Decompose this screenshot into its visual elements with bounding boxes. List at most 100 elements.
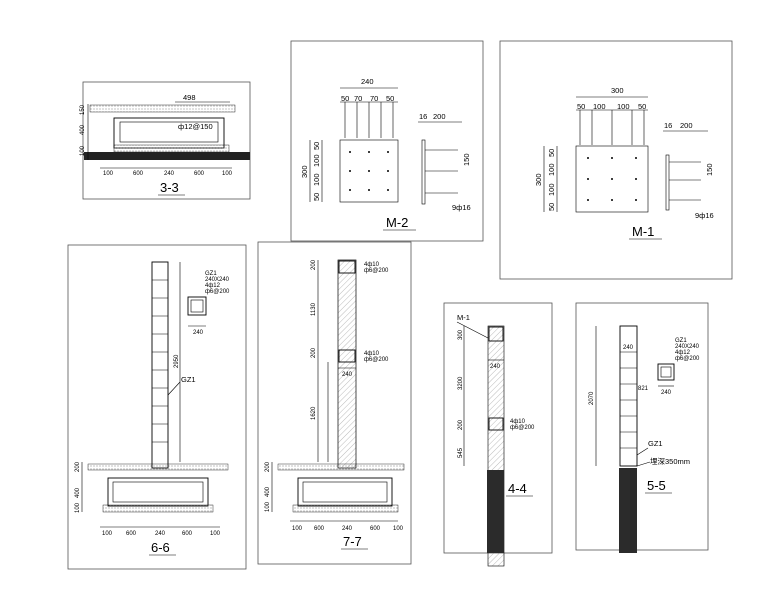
left-dim-3: 100 [312, 173, 321, 186]
footing-pad [102, 504, 214, 513]
column-label: GZ1 [648, 439, 663, 448]
left-dim-1: 50 [312, 142, 321, 150]
section-3-3-frame [82, 81, 251, 200]
section-title: 7-7 [343, 534, 362, 549]
overall-width: 300 [611, 86, 624, 95]
gz-note-4: ф6@200 [205, 289, 230, 295]
top-dim-3: 70 [370, 94, 378, 103]
depth-note: 埋深350mm [650, 456, 690, 466]
left-dim-2: 400 [80, 124, 86, 135]
gz-note-2: 240X240 [205, 277, 230, 283]
plate-title: M-2 [386, 215, 408, 230]
top-dim-4: 50 [638, 102, 646, 111]
plate-side [665, 154, 670, 211]
side-height: 150 [705, 163, 714, 176]
left-dim-7: 100 [265, 501, 271, 512]
anchor-holes [349, 151, 389, 191]
footing-pad [292, 504, 399, 513]
plate-outline [339, 139, 399, 203]
left-dim-2: 400 [75, 487, 81, 498]
small-dim: 240 [490, 364, 501, 370]
beam-note-top-2: ф6@200 [364, 268, 389, 274]
foundation-dark [619, 468, 637, 553]
plate-m1-frame [499, 40, 733, 280]
section-6-6: 2950 GZ1 GZ1 240X240 4ф12 ф6@200 240 200… [67, 244, 247, 570]
side-dim-1: 16 [419, 112, 427, 121]
soil-band [277, 463, 405, 471]
left-dim-5: 200 [265, 461, 271, 472]
gz-note-2: 240X240 [675, 344, 700, 350]
side-dim-2: 200 [433, 112, 446, 121]
side-height: 150 [462, 153, 471, 166]
gz-note-1: GZ1 [675, 338, 687, 344]
side-dim-1: 16 [664, 121, 672, 130]
plate-m1: 300 50 100 100 50 300 50 100 100 50 16 2… [499, 40, 733, 280]
left-overall: 300 [300, 165, 309, 178]
gz-note-4: ф6@200 [675, 356, 700, 362]
section-6-6-frame [67, 244, 247, 570]
top-dim-1: 50 [577, 102, 585, 111]
footing-pad [113, 144, 230, 153]
top-dim-2: 100 [593, 102, 606, 111]
left-dim-2: 1130 [311, 302, 317, 316]
bottom-dim-5: 100 [222, 171, 233, 177]
bottom-dim-3: 240 [164, 171, 175, 177]
bottom-dim-5: 100 [210, 531, 221, 537]
left-dim-2: 100 [547, 163, 556, 176]
section-title: 6-6 [151, 540, 170, 555]
ground-fill [84, 152, 250, 160]
gz-note-1: GZ1 [205, 271, 217, 277]
ring-beam-top [338, 260, 356, 274]
bottom-dim-2: 600 [126, 531, 137, 537]
bottom-dim-3: 240 [342, 526, 353, 532]
left-dim-3: 200 [311, 347, 317, 358]
wall-section [337, 259, 357, 469]
column-ties [620, 351, 637, 449]
soil-band [87, 463, 229, 471]
dim-1: 300 [458, 329, 464, 340]
section-5-5: 240 2070 GZ1 240X240 4ф12 ф6@200 240 821… [575, 302, 709, 553]
dim-4: 545 [458, 447, 464, 458]
beam-note-2: ф6@200 [510, 425, 535, 431]
gz-note-3: 4ф12 [675, 350, 691, 356]
anchor-note: 9ф16 [695, 211, 714, 220]
rebar-cage [119, 121, 219, 143]
section-7-7: 4ф10 ф6@200 4ф10 ф6@200 240 200 1130 200… [257, 241, 412, 565]
plate-outline [575, 145, 649, 213]
top-dim: 240 [623, 345, 634, 351]
bottom-dim-2: 600 [314, 526, 325, 532]
side-dim-2: 200 [680, 121, 693, 130]
top-dim-4: 50 [386, 94, 394, 103]
plate-side [421, 139, 426, 205]
rebar-note: ф12@150 [178, 122, 213, 131]
ring-beam-mid [338, 349, 356, 363]
left-dim-3: 100 [75, 502, 81, 513]
column-height: 2950 [174, 354, 180, 368]
left-dim-1: 200 [75, 461, 81, 472]
bottom-dim-5: 100 [393, 526, 404, 532]
left-dim-3: 100 [547, 183, 556, 196]
gz-note-3: 4ф12 [205, 283, 221, 289]
plate-title: M-1 [632, 224, 654, 239]
section-5-5-frame [575, 302, 709, 551]
overall-width: 240 [361, 77, 374, 86]
top-dim-3: 100 [617, 102, 630, 111]
gz-section [187, 296, 207, 316]
gz-section [657, 363, 675, 381]
gz-dim: 240 [661, 390, 672, 396]
bottom-dim-1: 100 [292, 526, 303, 532]
column-ties [152, 279, 168, 443]
left-dim-2: 100 [312, 154, 321, 167]
foundation-dark [487, 470, 504, 553]
bottom-dim-4: 600 [370, 526, 381, 532]
left-dim-4: 1620 [311, 406, 317, 420]
left-dim-1: 150 [80, 104, 86, 115]
bottom-dim-1: 100 [103, 171, 114, 177]
beam-note-mid-2: ф6@200 [364, 357, 389, 363]
plate-label: M-1 [457, 313, 470, 322]
top-plate [488, 326, 504, 342]
soil-band [89, 104, 236, 113]
bottom-dim-1: 100 [102, 531, 113, 537]
left-dim-1: 50 [547, 149, 556, 157]
